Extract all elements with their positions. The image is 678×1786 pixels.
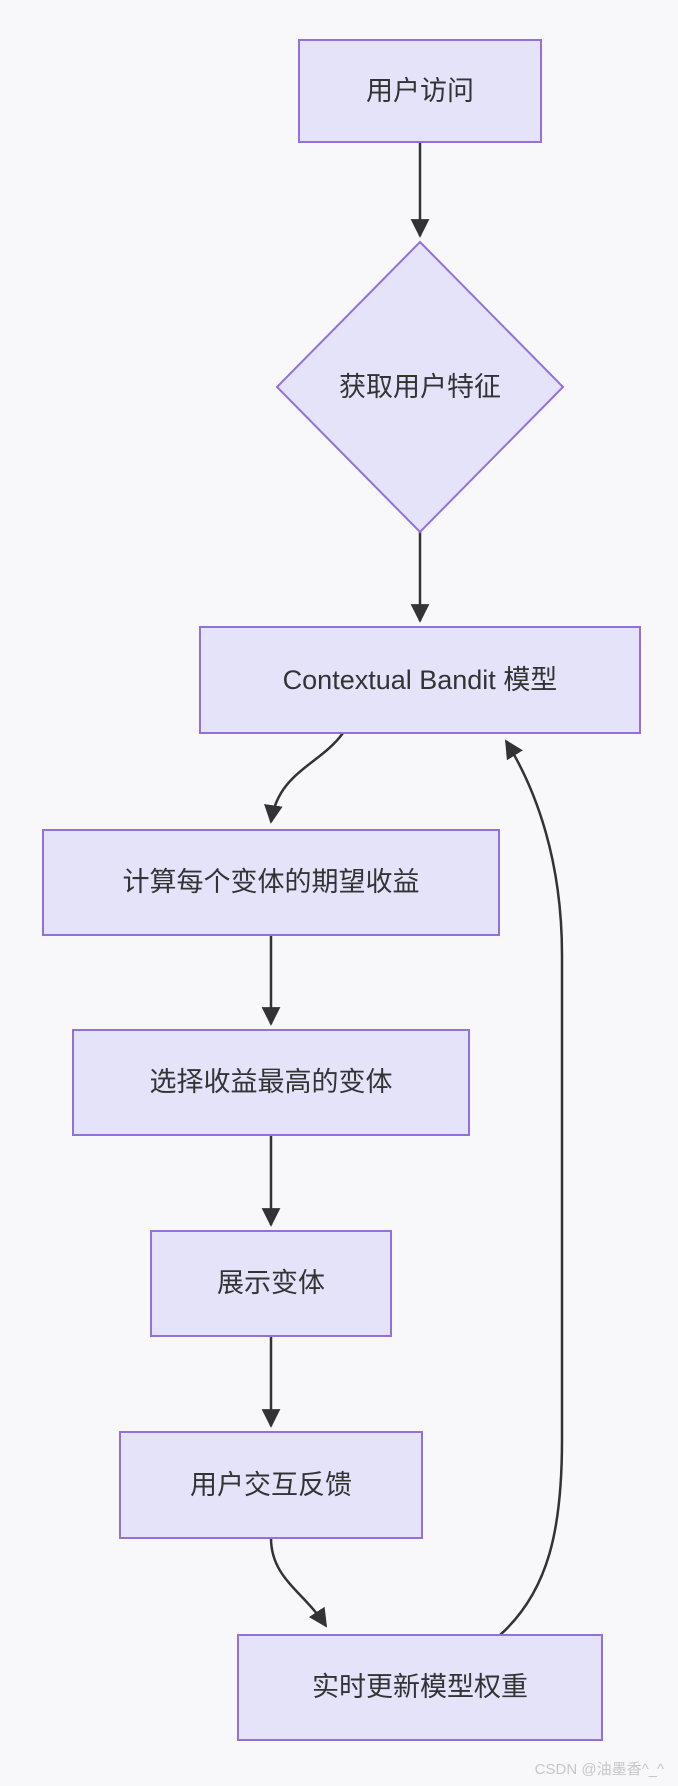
node-user-visit-box (298, 39, 542, 143)
node-update-model-weights-box (237, 1634, 603, 1741)
edge-layer (261, 142, 564, 1636)
node-update-model-weights-label: 实时更新模型权重 (312, 1672, 528, 1702)
node-get-user-features-diamond (275, 240, 565, 534)
edge-update-weights-to-bandit-model-feedback-loop (499, 739, 564, 1636)
node-get-user-features: 获取用户特征 (275, 240, 565, 534)
node-compute-expected-reward-label: 计算每个变体的期望收益 (123, 867, 420, 897)
node-user-visit: 用户访问 (298, 39, 542, 143)
node-select-best-variant-label: 选择收益最高的变体 (150, 1067, 393, 1097)
edge-user-feedback-to-update-weights (269, 1537, 328, 1628)
node-contextual-bandit-model: Contextual Bandit 模型 (199, 626, 641, 734)
node-compute-expected-reward-box (42, 829, 500, 936)
node-select-best-variant-box (72, 1029, 470, 1136)
node-user-interaction-feedback-label: 用户交互反馈 (190, 1470, 352, 1500)
node-contextual-bandit-model-label: Contextual Bandit 模型 (283, 665, 558, 695)
node-show-variant-box (150, 1230, 392, 1337)
node-user-interaction-feedback: 用户交互反馈 (119, 1431, 423, 1539)
watermark: CSDN @油墨香^_^ (535, 1761, 664, 1778)
node-compute-expected-reward: 计算每个变体的期望收益 (42, 829, 500, 936)
node-update-model-weights: 实时更新模型权重 (237, 1634, 603, 1741)
node-get-user-features-label: 获取用户特征 (339, 372, 501, 402)
node-show-variant: 展示变体 (150, 1230, 392, 1337)
node-select-best-variant: 选择收益最高的变体 (72, 1029, 470, 1136)
node-contextual-bandit-model-box (199, 626, 641, 734)
node-show-variant-label: 展示变体 (217, 1268, 325, 1298)
edge-bandit-model-to-compute-reward (264, 732, 345, 824)
node-user-interaction-feedback-box (119, 1431, 423, 1539)
node-user-visit-label: 用户访问 (366, 76, 474, 106)
